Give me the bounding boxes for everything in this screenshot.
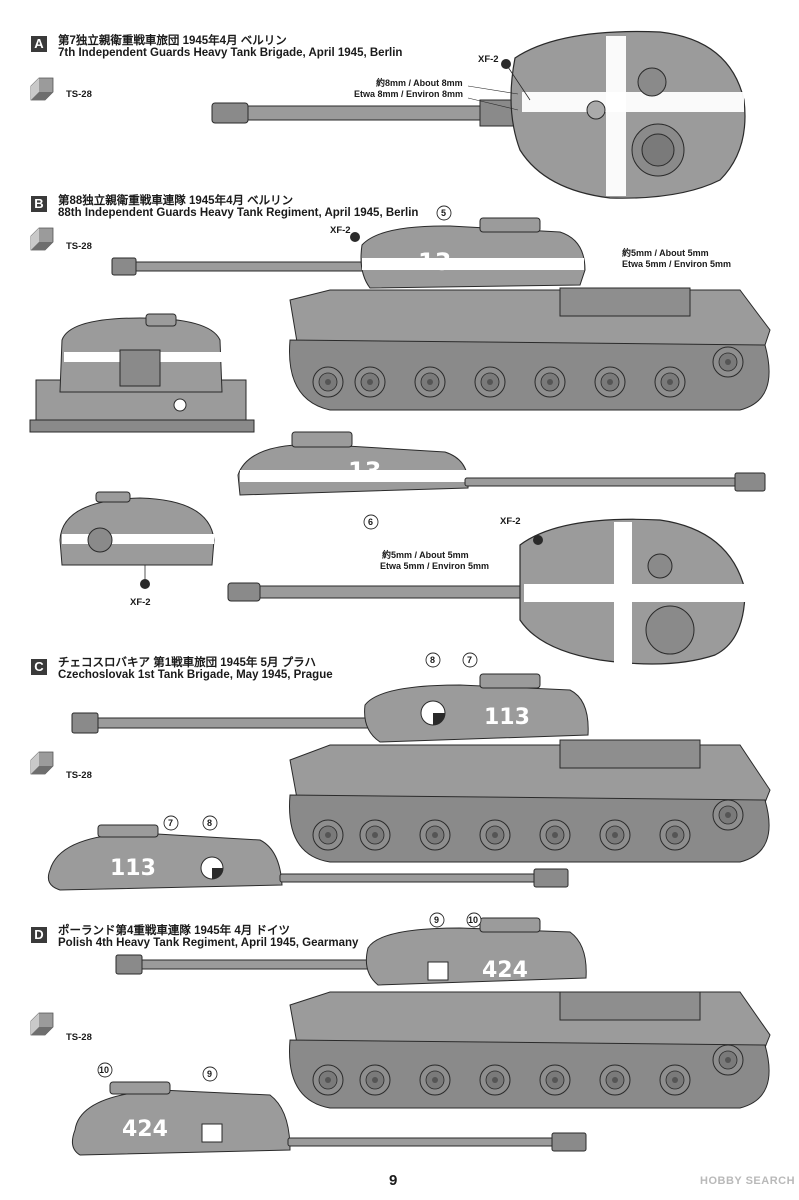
section-d-letter: D <box>31 927 47 943</box>
section-a-letter: A <box>31 36 47 52</box>
section-a-title-jp: 第7独立親衛重戦車旅団 1945年4月 ベルリン <box>58 35 287 47</box>
section-c-title-en: Czechoslovak 1st Tank Brigade, May 1945,… <box>58 669 333 681</box>
ts28-label-a: TS-28 <box>66 89 92 100</box>
section-d-title-jp: ポーランド第4重戦車連隊 1945年 4月 ドイツ <box>58 925 290 937</box>
marking-424-side: 424 <box>482 958 528 983</box>
section-b-title-en: 88th Independent Guards Heavy Tank Regim… <box>58 207 419 219</box>
xf2-label-b-front: XF-2 <box>130 597 151 608</box>
decal-10-d: 10 <box>468 915 479 925</box>
d-tank-side-view <box>115 917 771 1109</box>
xf2-label-b: XF-2 <box>330 225 351 236</box>
callout-b-en: Etwa 5mm / Environ 5mm <box>622 259 732 269</box>
xf2-label-a: XF-2 <box>478 54 499 65</box>
decal-6: 6 <box>368 517 374 527</box>
page-number: 9 <box>389 1172 398 1189</box>
c-turret-side-view <box>47 824 569 891</box>
c-tank-side-view <box>71 673 771 863</box>
section-d-title-en: Polish 4th Heavy Tank Regiment, April 19… <box>58 937 359 949</box>
marking-13-side: 13 <box>418 248 452 276</box>
callout-b-jp: 約5mm / About 5mm <box>622 248 709 258</box>
ts28-label-c: TS-28 <box>66 770 92 781</box>
decal-7-c: 7 <box>467 655 473 665</box>
decal-10-d-turret: 10 <box>99 1065 110 1075</box>
d-turret-side-view <box>71 1081 587 1156</box>
callout-b2-en: Etwa 5mm / Environ 5mm <box>380 561 490 571</box>
marking-113-side: 113 <box>484 705 530 730</box>
section-b-letter: B <box>31 196 47 212</box>
ts28-chip-c <box>30 751 54 775</box>
callout-b2-jp: 約5mm / About 5mm <box>382 550 469 560</box>
ts28-label-d: TS-28 <box>66 1032 92 1043</box>
section-c-title-jp: チェコスロバキア 第1戦車旅団 1945年 5月 プラハ <box>58 657 317 669</box>
decal-5: 5 <box>441 208 447 218</box>
callout-a-en: Etwa 8mm / Environ 8mm <box>354 89 464 99</box>
marking-113-turret: 113 <box>110 856 156 881</box>
decal-9-d-turret: 9 <box>207 1069 213 1079</box>
b-tank-front-view <box>29 313 255 433</box>
section-a-title-en: 7th Independent Guards Heavy Tank Brigad… <box>58 47 403 59</box>
ts28-chip-b <box>30 227 54 251</box>
marking-13-turret: 13 <box>348 457 382 485</box>
xf2-label-b-top: XF-2 <box>500 516 521 527</box>
b-turret-front-view <box>59 491 215 589</box>
watermark: HOBBY SEARCH <box>700 1175 796 1187</box>
marking-424-turret: 424 <box>122 1117 168 1142</box>
ts28-chip-a <box>30 77 54 101</box>
section-b-title-jp: 第88独立親衛重戦車連隊 1945年4月 ベルリン <box>58 195 294 207</box>
decal-8-c-turret: 8 <box>207 818 213 828</box>
decal-7-c-turret: 7 <box>168 818 174 828</box>
section-c-letter: C <box>31 659 47 675</box>
b-turret-side-view <box>237 431 766 496</box>
a-turret-top-view <box>211 30 746 199</box>
callout-a-jp: 約8mm / About 8mm <box>376 78 463 88</box>
ts28-chip-d <box>30 1012 54 1036</box>
ts28-label-b: TS-28 <box>66 241 92 252</box>
b-tank-side-view <box>111 217 771 411</box>
decal-8-c: 8 <box>430 655 436 665</box>
decal-9-d: 9 <box>434 915 440 925</box>
b-turret-top-view <box>227 518 746 665</box>
